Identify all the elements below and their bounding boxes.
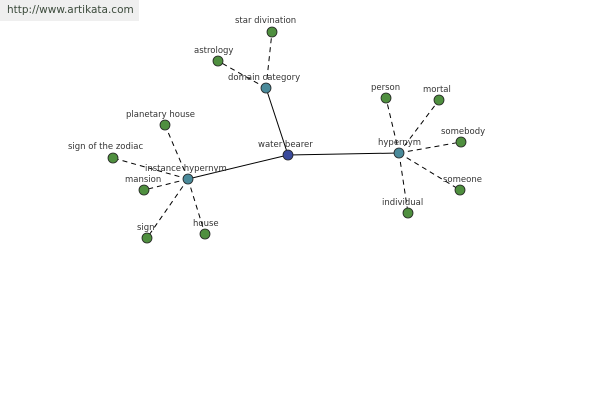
node-planetary-house[interactable] [159, 119, 171, 131]
source-url-link[interactable]: http://www.artikata.com [0, 0, 139, 21]
edge-water-bearer-to-instance-hypernym [187, 154, 289, 180]
node-label-sign-of-the-zodiac[interactable]: sign of the zodiac [68, 142, 143, 152]
node-someone[interactable] [454, 184, 466, 196]
node-label-person[interactable]: person [371, 83, 400, 93]
edge-water-bearer-to-hypernym [287, 152, 400, 156]
edge-hypernym-to-individual [398, 152, 409, 214]
node-house[interactable] [199, 228, 211, 240]
edge-hypernym-to-someone [398, 152, 461, 191]
edge-domain-category-to-star-divination [265, 31, 273, 89]
node-star-divination[interactable] [266, 26, 278, 38]
node-mansion[interactable] [138, 184, 150, 196]
node-instance-hypernym[interactable] [182, 173, 194, 185]
node-label-star-divination[interactable]: star divination [235, 16, 296, 26]
node-sign-of-the-zodiac[interactable] [107, 152, 119, 164]
edge-instance-hypernym-to-house [187, 178, 206, 235]
edge-hypernym-to-person [385, 97, 400, 154]
edge-instance-hypernym-to-mansion [143, 178, 189, 191]
node-label-domain-category[interactable]: domain category [228, 73, 300, 83]
node-label-mortal[interactable]: mortal [423, 85, 451, 95]
node-label-water-bearer[interactable]: water bearer [258, 140, 313, 150]
node-individual[interactable] [402, 207, 414, 219]
nodes-layer [107, 26, 467, 244]
node-domain-category[interactable] [260, 82, 272, 94]
edge-hypernym-to-somebody [398, 141, 462, 154]
node-label-someone[interactable]: someone [443, 175, 482, 185]
node-hypernym[interactable] [393, 147, 405, 159]
node-label-planetary-house[interactable]: planetary house [126, 110, 195, 120]
edge-instance-hypernym-to-sign [146, 178, 189, 239]
edge-hypernym-to-mortal [398, 99, 440, 154]
edges-layer [112, 31, 462, 239]
node-label-individual[interactable]: individual [382, 198, 423, 208]
node-label-house[interactable]: house [193, 219, 219, 229]
node-label-instance-hypernym[interactable]: instance hypernym [145, 164, 227, 174]
edge-instance-hypernym-to-planetary-house [164, 124, 189, 180]
labels-layer: water bearer domain category instance hype… [68, 16, 485, 233]
node-label-mansion[interactable]: mansion [125, 175, 161, 185]
edge-water-bearer-to-domain-category [265, 87, 289, 156]
node-water-bearer[interactable] [282, 149, 294, 161]
node-sign[interactable] [141, 232, 153, 244]
node-astrology[interactable] [212, 55, 224, 67]
node-mortal[interactable] [433, 94, 445, 106]
node-somebody[interactable] [455, 136, 467, 148]
node-label-somebody[interactable]: somebody [441, 127, 485, 137]
node-person[interactable] [380, 92, 392, 104]
node-label-sign[interactable]: sign [137, 223, 155, 233]
node-label-astrology[interactable]: astrology [194, 46, 233, 56]
edge-domain-category-to-astrology [217, 60, 267, 89]
node-label-hypernym[interactable]: hypernym [378, 138, 421, 148]
edge-instance-hypernym-to-sign-of-the-zodiac [112, 157, 189, 180]
